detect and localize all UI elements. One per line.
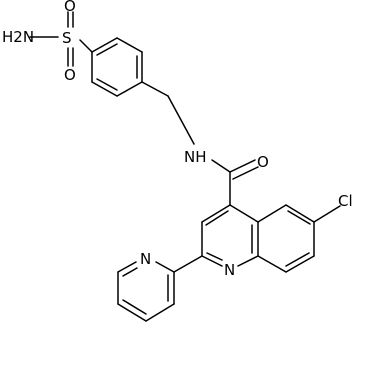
carbonyl-oxygen-label: O [257,153,269,171]
bond-benzene-4 [116,81,143,97]
bond-c7-c8 [285,255,315,273]
bond-c7-c8-inner [285,252,310,267]
bond-n1-c8a [237,255,259,267]
atom-labels: H2N S O O NH O Cl N N [2,0,353,279]
pyridine-nitrogen-label: N [140,250,151,268]
bond-py-6 [155,261,175,273]
sulfonyl-oxygen-top-label: O [64,0,76,15]
bond-c2-n1 [201,255,223,267]
bond-carbonyl-o-a [229,159,256,173]
bond-c5-c6 [285,204,315,223]
quinoline-nitrogen-label: N [224,261,235,279]
bond-py-5 [117,261,137,273]
bond-c4a-c4 [229,204,259,223]
bond-c2-n1-inner [206,252,223,261]
bond-py-3-inner [122,299,147,315]
bond-benzene-inner-1 [96,43,118,56]
bonds [29,11,341,322]
amide-nitrogen-label: NH [184,148,207,166]
bond-ch2-n [167,95,195,145]
bond-ring-ch2 [141,81,169,97]
bond-py-3 [117,303,147,322]
bond-c8-c8a [257,255,287,273]
bond-benzene-5 [91,81,118,97]
chlorine-label: Cl [338,192,353,210]
bond-n-carbonyl [211,159,231,173]
bond-s-ring [79,39,93,53]
bond-c4-c3 [201,204,231,223]
amine-label: H2N [2,28,34,46]
bond-c4a-c5 [257,204,287,223]
sulfonyl-oxygen-bottom-label: O [64,66,76,84]
bond-benzene-1 [91,37,118,53]
bond-benzene-2 [116,37,143,53]
bond-benzene-inner-3 [96,78,118,91]
bond-c5-c6-inner [287,210,311,225]
bond-py-5-inner [122,267,138,277]
bond-carbonyl-o-b [232,166,259,180]
sulfur-label: S [62,29,72,47]
bond-c2-pyridyl [173,255,203,273]
bond-py-2 [145,303,175,322]
bond-c6-cl [313,205,341,223]
bond-c4-c3-inner [205,210,229,226]
